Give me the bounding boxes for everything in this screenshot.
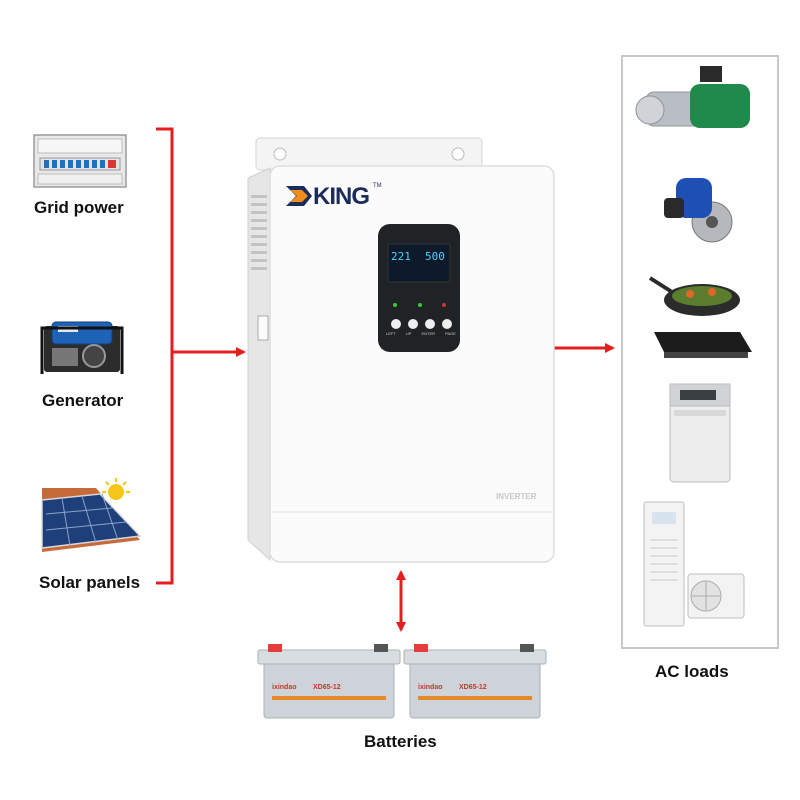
battery-icon [257, 644, 401, 719]
induction-cooker-icon [648, 276, 752, 358]
control-buttons: LEFT UP ENTER PAGE [386, 331, 456, 336]
inverter-brand-logo: KING [313, 183, 370, 210]
washing-machine-icon [669, 383, 731, 483]
inverter-model-text: INVERTER [496, 492, 537, 501]
water-pump-icon [635, 66, 750, 128]
display-power: 500 [425, 250, 445, 263]
battery-brand-1: ixindao [272, 684, 297, 691]
source-label-grid: Grid power [34, 198, 124, 217]
angle-grinder-icon [664, 178, 733, 243]
battery-model-1: XD65-12 [313, 684, 341, 691]
battery-model-2: XD65-12 [459, 684, 487, 691]
button-enter[interactable]: ENTER [421, 331, 436, 336]
source-label-generator: Generator [42, 391, 124, 410]
button-up[interactable]: UP [405, 331, 412, 336]
batteries-label: Batteries [364, 732, 437, 751]
battery-brand-2: ixindao [418, 684, 443, 691]
trademark-mark: TM [373, 183, 382, 189]
button-left[interactable]: LEFT [386, 331, 396, 336]
source-label-solar: Solar panels [39, 573, 141, 592]
display-voltage: 221 [391, 250, 411, 263]
sources-bracket [156, 127, 246, 585]
ac-loads-label: AC loads [655, 662, 729, 681]
air-conditioner-icon [643, 501, 745, 627]
button-page[interactable]: PAGE [445, 331, 456, 336]
battery-icon [403, 644, 547, 719]
